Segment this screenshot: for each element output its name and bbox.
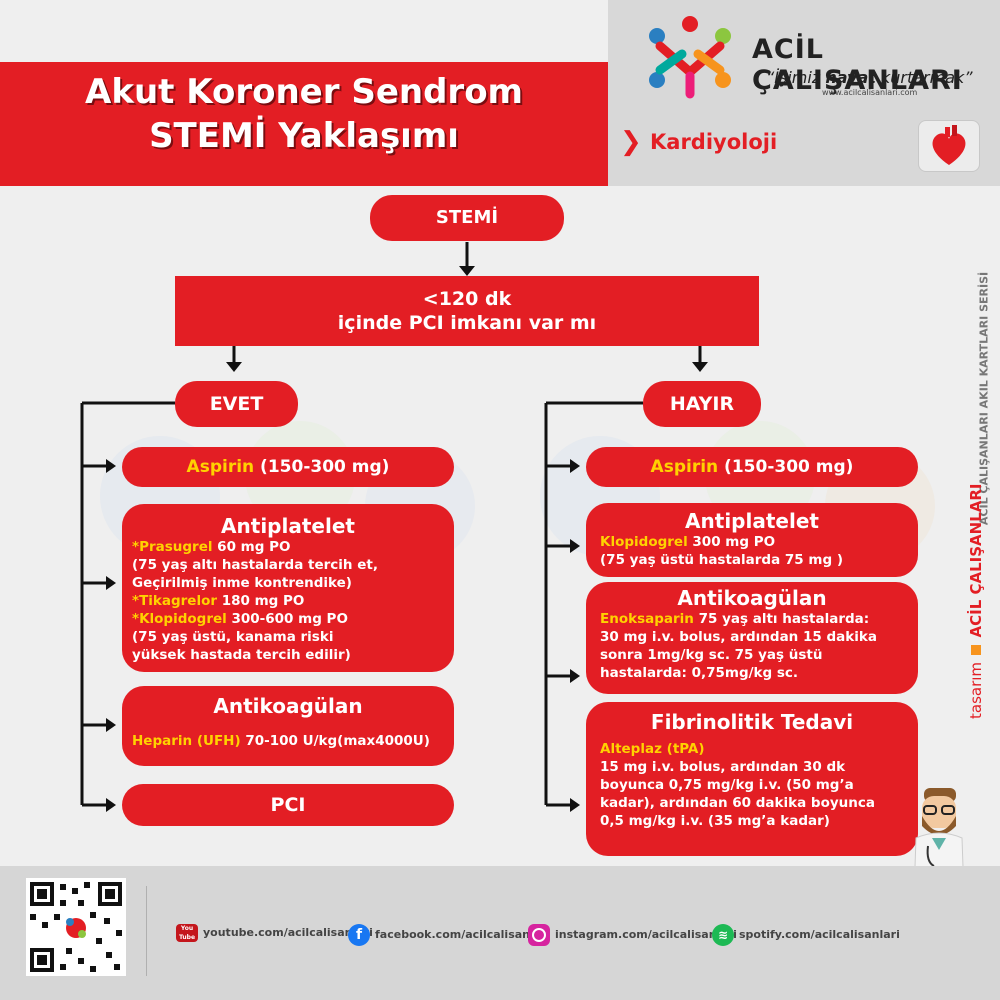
- yes-antiplatelet-box: Antiplatelet *Prasugrel 60 mg PO (75 yaş…: [122, 504, 454, 672]
- design-brand: ACİL ÇALIŞANLARI: [967, 483, 985, 638]
- fibrinolytic-title: Fibrinolitik Tedavi: [650, 710, 854, 734]
- no-antiplatelet-title: Antiplatelet: [685, 509, 819, 533]
- stemi-node: STEMİ: [370, 195, 564, 241]
- qr-code-icon[interactable]: [26, 878, 126, 976]
- design-label: tasarım: [967, 661, 985, 719]
- yes-node: EVET: [175, 381, 298, 427]
- yes-antiplatelet-text: *Prasugrel 60 mg PO (75 yaş altı hastala…: [132, 539, 378, 663]
- no-anticoag-title: Antikoagülan: [677, 586, 827, 610]
- aspirin-dose: (150-300 mg): [254, 457, 390, 477]
- yes-anticoag-title: Antikoagülan: [213, 694, 363, 718]
- no-antiplatelet-box: Antiplatelet Klopidogrel 300 mg PO (75 y…: [586, 503, 918, 577]
- no-node: HAYIR: [643, 381, 761, 427]
- youtube-icon: You Tube: [176, 924, 198, 942]
- question-line1: <120 dk: [422, 288, 512, 310]
- alteplaz-text: Alteplaz (tPA) 15 mg i.v. bolus, ardında…: [600, 741, 875, 829]
- brand-slogan: “İşimiz hayat kurtarmak”: [766, 68, 973, 87]
- fibrinolytic-box: Fibrinolitik Tedavi Alteplaz (tPA) 15 mg…: [586, 702, 918, 856]
- footer-divider: [146, 886, 147, 976]
- instagram-link[interactable]: instagram.com/acilcalisanlari: [528, 924, 737, 946]
- pci-question-node: <120 dk içinde PCI imkanı var mı: [175, 276, 759, 346]
- pci-box: PCI: [122, 784, 454, 826]
- yes-anticoag-box: Antikoagülan Heparin (UFH) 70-100 U/kg(m…: [122, 686, 454, 766]
- title-line2: STEMİ Yaklaşımı: [149, 116, 459, 156]
- flow-connectors: [80, 242, 708, 812]
- title-line1: Akut Koroner Sendrom: [85, 72, 523, 112]
- chevron-right-icon: ❯: [620, 127, 642, 157]
- page-title: Akut Koroner Sendrom STEMİ Yaklaşımı: [0, 70, 608, 158]
- no-anticoag-box: Antikoagülan Enoksaparin 75 yaş altı has…: [586, 582, 918, 694]
- no-aspirin-box: Aspirin (150-300 mg): [586, 447, 918, 487]
- facebook-icon: f: [348, 924, 370, 946]
- spotify-icon: ≋: [712, 924, 734, 946]
- design-credit: tasarım ACİL ÇALIŞANLARI: [967, 484, 985, 720]
- brand-logo-icon: [649, 16, 731, 99]
- instagram-icon: [528, 924, 550, 946]
- title-band: [0, 62, 608, 186]
- category-label: Kardiyoloji: [650, 130, 778, 154]
- footer: [0, 866, 1000, 1000]
- heparin-text: Heparin (UFH) 70-100 U/kg(max4000U): [132, 733, 430, 749]
- yes-antiplatelet-title: Antiplatelet: [221, 514, 355, 538]
- brand-name: ACİL ÇALIŞANLARI: [752, 34, 963, 96]
- yes-aspirin-box: Aspirin (150-300 mg): [122, 447, 454, 487]
- heart-icon: [918, 120, 980, 172]
- design-logo-icon: [971, 644, 981, 655]
- enoksaparin-text: Enoksaparin 75 yaş altı hastalarda: 30 m…: [600, 611, 877, 681]
- brand-url[interactable]: www.acilcalisanlari.com: [822, 88, 918, 97]
- no-antiplatelet-text: Klopidogrel 300 mg PO (75 yaş üstü hasta…: [600, 534, 843, 568]
- aspirin-drug: Aspirin: [186, 457, 255, 477]
- spotify-link[interactable]: ≋spotify.com/acilcalisanlari: [712, 924, 900, 946]
- question-line2: içinde PCI imkanı var mı: [337, 312, 597, 334]
